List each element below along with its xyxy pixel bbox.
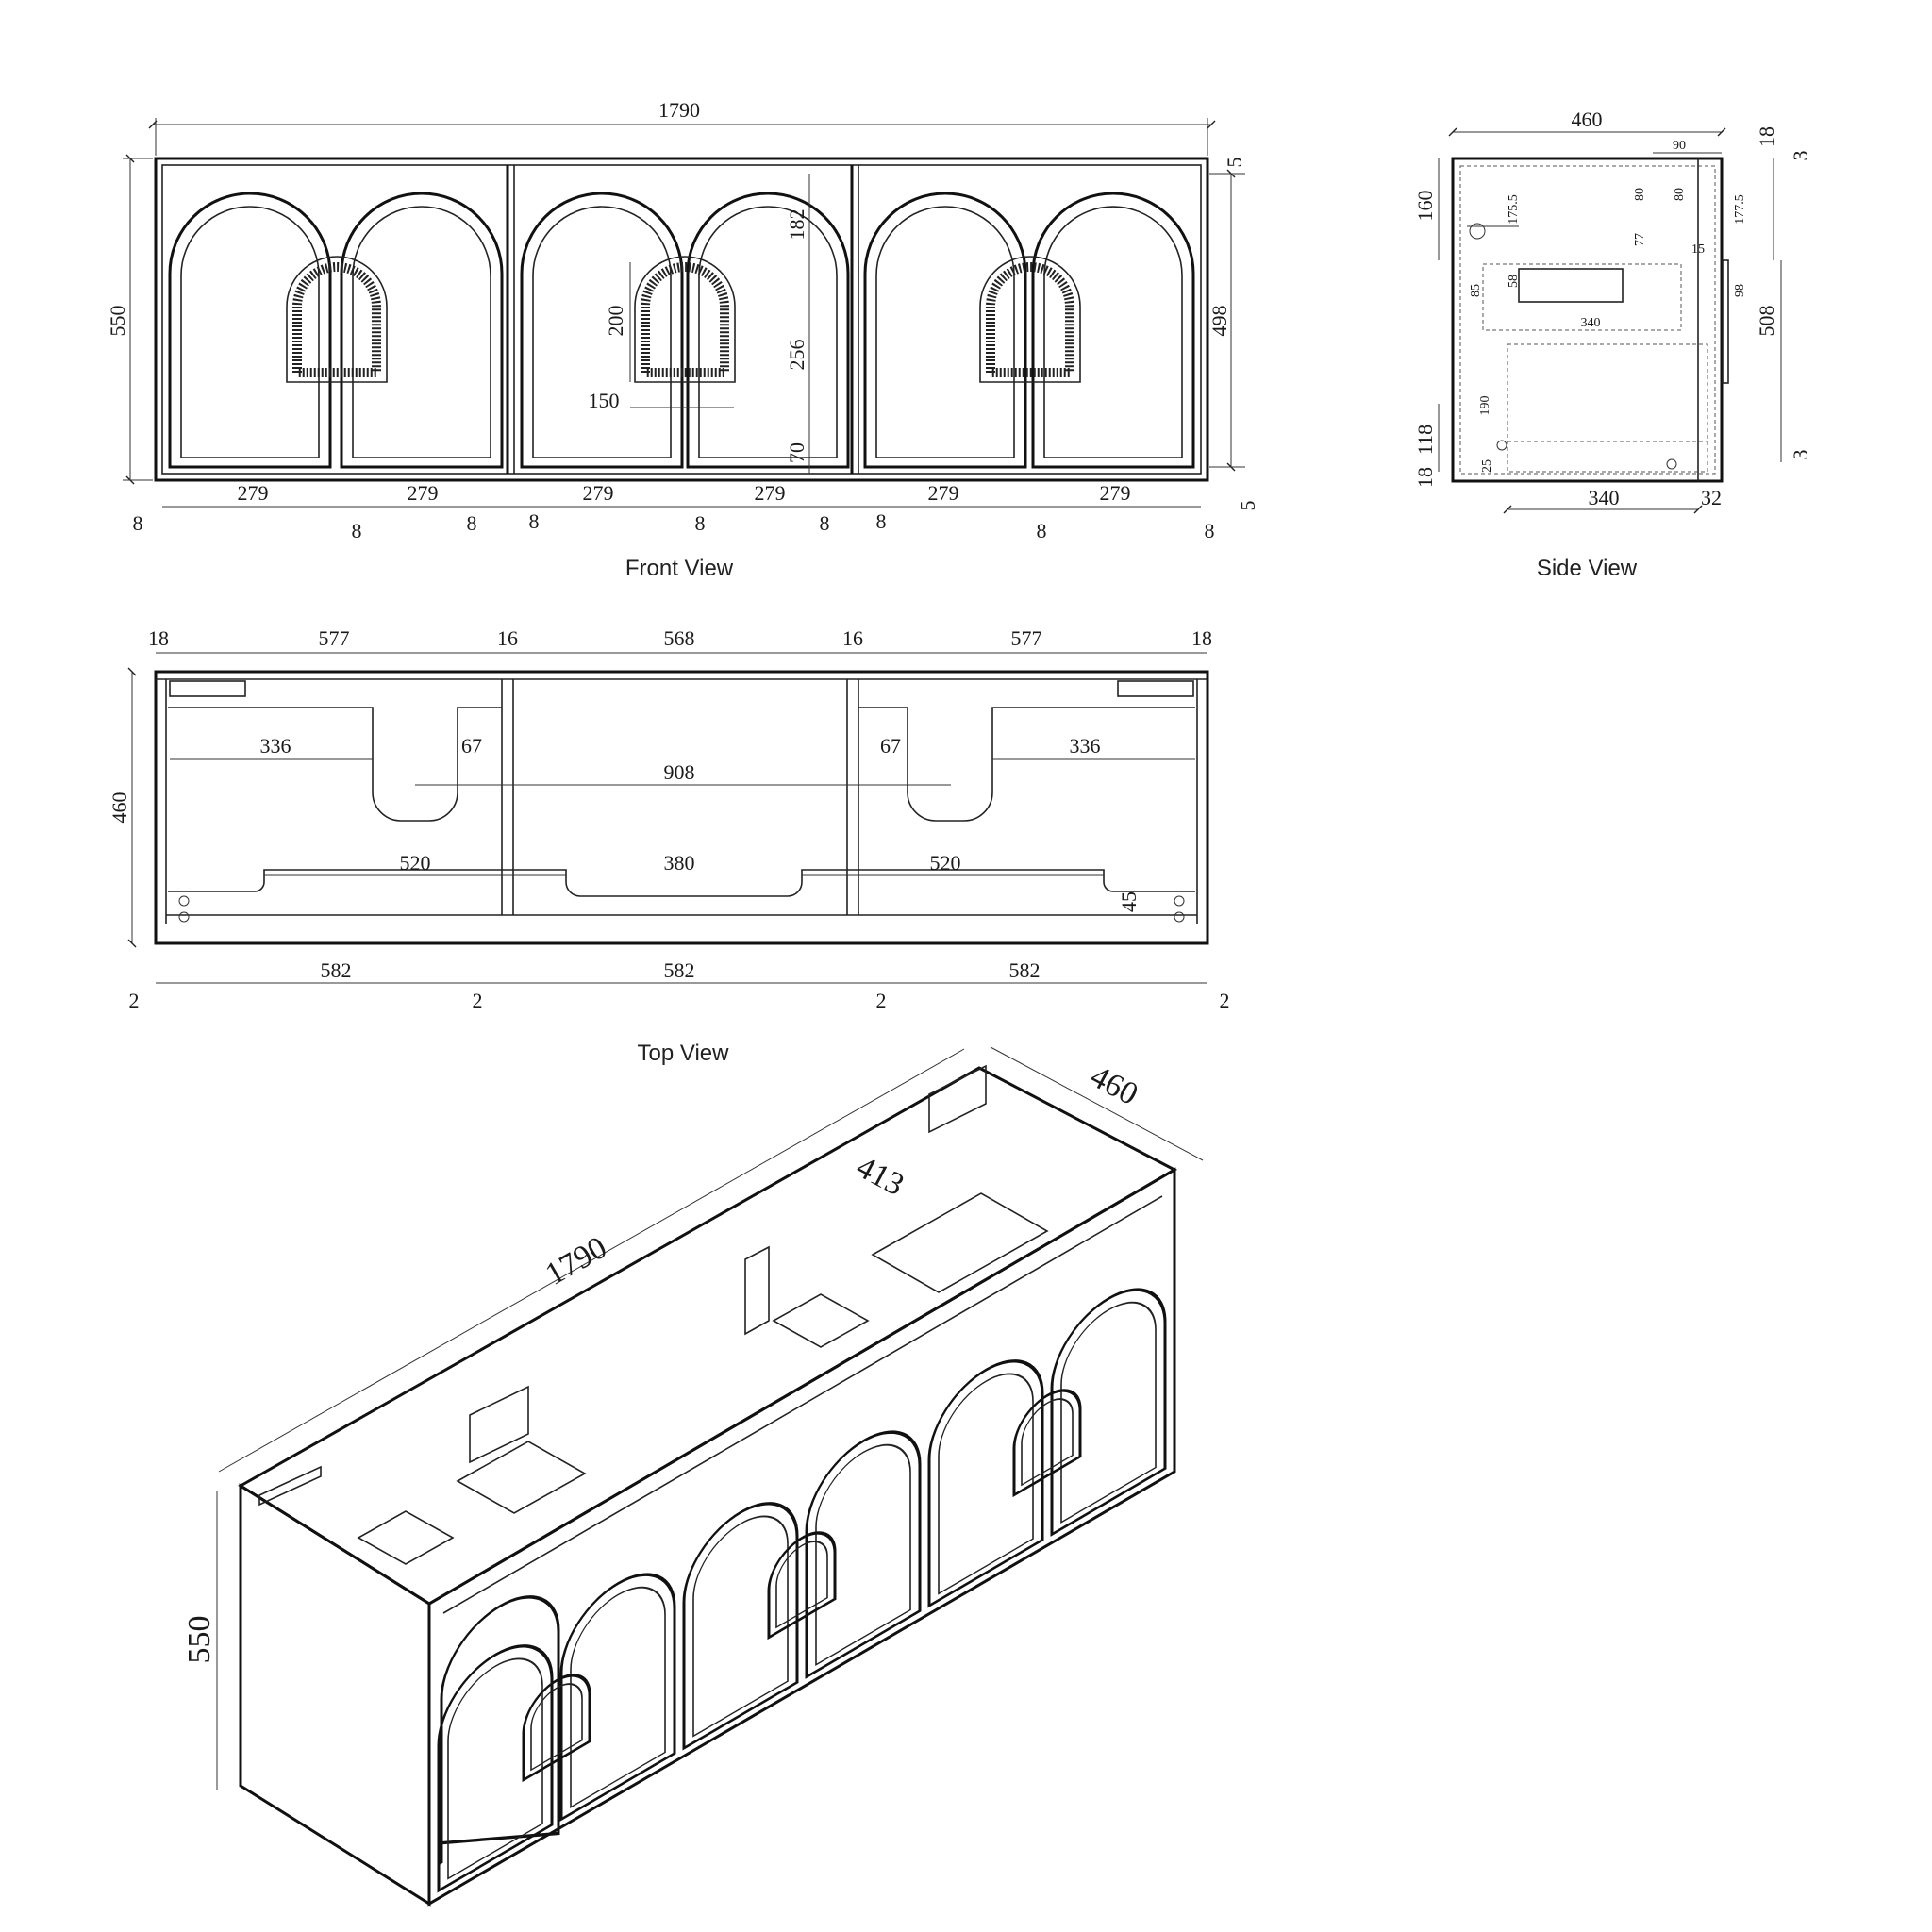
top-view: 18 577 16 568 16 577 18 460 336 67 908 6… [108, 626, 1230, 1066]
dim-top-520b: 520 [930, 851, 961, 874]
dim-top-18b: 18 [1191, 626, 1212, 650]
dim-side-340-inner: 340 [1581, 316, 1601, 330]
dim-side-175-5: 175.5 [1507, 194, 1521, 225]
dim-handle-height: 200 [604, 306, 627, 337]
dim-gap: 8 [529, 509, 540, 533]
dim-top-520a: 520 [400, 851, 431, 874]
dim-gap: 8 [695, 511, 706, 535]
dim-side-depth: 460 [1572, 108, 1603, 131]
dim-top-2: 2 [473, 989, 483, 1012]
dim-side-190: 190 [1478, 396, 1492, 416]
dim-side-3-bottom: 3 [1789, 450, 1812, 460]
dim-side-177-5: 177.5 [1733, 194, 1747, 225]
dim-gap: 8 [876, 509, 887, 533]
isometric-view: 1790 460 550 413 [182, 1046, 1204, 1907]
front-view: 1790 550 498 5 5 182 256 70 200 150 279 … [106, 98, 1259, 581]
dim-door-width: 279 [928, 481, 959, 505]
dim-top-336b: 336 [1070, 734, 1101, 758]
dim-side-98: 98 [1733, 284, 1747, 297]
dim-top-16b: 16 [842, 626, 863, 650]
dim-top-2: 2 [1220, 989, 1230, 1012]
dim-side-340: 340 [1589, 486, 1620, 509]
dim-door-width: 279 [408, 481, 439, 505]
dim-top-577a: 577 [319, 626, 350, 650]
door-arch [520, 192, 850, 469]
dim-top-18a: 18 [148, 626, 169, 650]
dim-iso-depth: 460 [1085, 1058, 1143, 1112]
dim-gap: 8 [352, 519, 362, 542]
dim-gap: 8 [133, 511, 143, 535]
dim-top-67a: 67 [461, 734, 482, 758]
dim-top-582: 582 [664, 958, 695, 982]
dim-top-568: 568 [664, 626, 695, 650]
dim-iso-height: 550 [182, 1616, 217, 1664]
dim-top-577b: 577 [1011, 626, 1042, 650]
dim-door-width: 279 [238, 481, 269, 505]
dim-side-77: 77 [1633, 233, 1647, 246]
caption-front-view: Front View [625, 556, 734, 581]
dim-gap: 8 [1205, 519, 1215, 542]
iso-door-arch [440, 1595, 560, 1865]
dim-side-18-bottom: 18 [1413, 467, 1437, 488]
dim-arch-top: 182 [785, 209, 808, 241]
dim-side-80a: 80 [1633, 188, 1647, 201]
dim-door-width: 279 [755, 481, 786, 505]
dim-bottom-offset: 70 [785, 442, 808, 463]
caption-side-view: Side View [1537, 556, 1638, 581]
dim-side-80b: 80 [1673, 188, 1687, 201]
dim-gap: 8 [467, 511, 477, 535]
dim-door-height: 498 [1208, 306, 1231, 337]
door-arch [168, 192, 504, 469]
dim-gap: 8 [820, 511, 830, 535]
dim-handle-offset: 256 [785, 340, 808, 371]
dim-top-380: 380 [664, 851, 695, 874]
dim-top-582: 582 [321, 958, 352, 982]
dim-side-32: 32 [1701, 486, 1722, 509]
dim-top-908: 908 [664, 760, 695, 784]
dim-side-85: 85 [1469, 284, 1483, 297]
dim-top-460: 460 [108, 792, 131, 824]
dim-door-width: 279 [1100, 481, 1131, 505]
dim-side-508: 508 [1755, 306, 1778, 337]
side-view: 460 90 18 3 177.5 98 508 3 160 175.5 80 … [1413, 108, 1812, 581]
door-arch [863, 192, 1195, 469]
dim-top-2: 2 [876, 989, 887, 1012]
dim-side-160: 160 [1413, 191, 1437, 222]
dim-side-3-top: 3 [1789, 151, 1812, 161]
dim-side-15: 15 [1691, 242, 1705, 257]
dim-side-18-top: 18 [1755, 126, 1778, 147]
dim-top-45: 45 [1117, 891, 1141, 912]
dim-top-2: 2 [129, 989, 140, 1012]
dim-front-width: 1790 [658, 98, 700, 122]
dim-door-width: 279 [583, 481, 614, 505]
dim-handle-width: 150 [589, 389, 620, 412]
caption-top-view: Top View [638, 1041, 730, 1066]
dim-gap: 8 [1037, 519, 1047, 542]
dim-top-16a: 16 [497, 626, 518, 650]
dim-top-gap: 5 [1223, 158, 1246, 168]
dim-side-58: 58 [1507, 275, 1521, 288]
dim-side-118: 118 [1413, 425, 1437, 455]
dim-front-height: 550 [106, 306, 129, 337]
dim-iso-inner: 413 [851, 1149, 909, 1203]
dim-side-90: 90 [1673, 139, 1686, 153]
dim-top-336a: 336 [260, 734, 291, 758]
dim-top-67b: 67 [880, 734, 901, 758]
dim-side-25: 25 [1480, 459, 1494, 473]
dim-bottom-gap: 5 [1236, 501, 1259, 511]
dim-top-582: 582 [1009, 958, 1041, 982]
